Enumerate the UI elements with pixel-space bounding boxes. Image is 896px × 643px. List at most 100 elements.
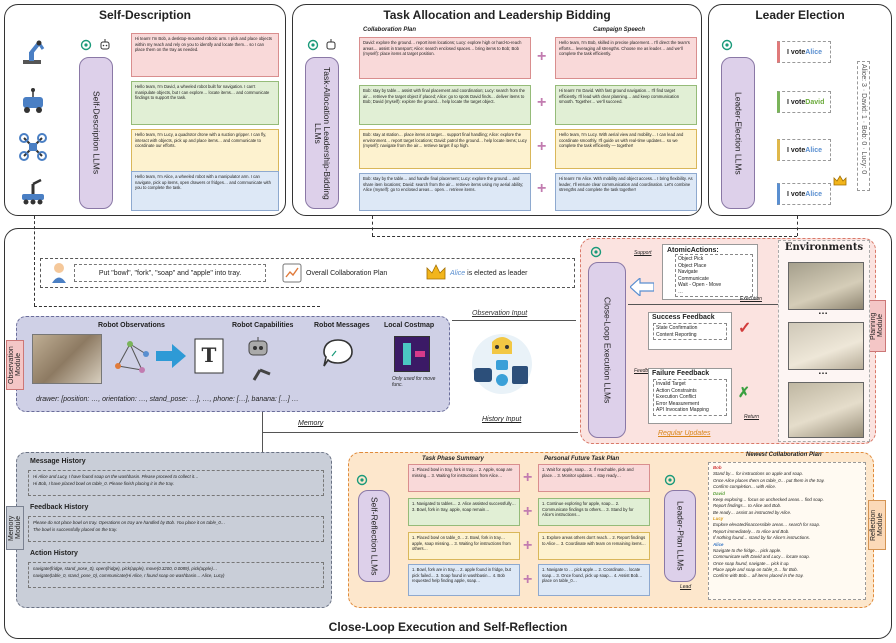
robot-team-icon (472, 334, 532, 394)
user-icon (52, 263, 66, 283)
arrow-left-icon (630, 278, 654, 296)
connector-line (372, 236, 797, 237)
reflection-module-label: Reflection Module (868, 500, 886, 550)
atomic-action: Wait - Open - Move (678, 282, 722, 288)
speech-alice: Hi team! I'm Alice. With mobility and ob… (555, 173, 697, 211)
gpt-icon (721, 39, 733, 51)
gpt-icon (664, 474, 676, 486)
atomic-actions-list: Object Pick Object Place Navigate Commun… (675, 254, 753, 297)
action-history-title: Action History (30, 550, 78, 557)
close-loop-execution-llm: Close-Loop Execution LLMs (588, 262, 626, 438)
summary-alice: 1. Bowl, fork are in tray… 2. apple foun… (408, 564, 520, 596)
plus-icon: + (537, 48, 547, 65)
memory-label: Memory (298, 420, 324, 427)
memory-module-label: Memory Module (6, 506, 24, 550)
speech-david: Hi team! I'm David. With fast ground nav… (555, 85, 697, 125)
atomic-action: Object Pick (678, 256, 704, 262)
instruction-box: Put "bowl", "fork", "soap" and "apple" i… (74, 264, 266, 282)
memory-arrow (262, 432, 578, 433)
self-description-title: Self-Description (98, 8, 191, 22)
environments-title: Environments (784, 242, 864, 253)
atomic-action: Object Place (678, 262, 707, 269)
connector-line (34, 216, 35, 306)
wheeled-robot-icon (23, 88, 43, 113)
plan-chart-icon (282, 263, 302, 283)
environment-image (788, 382, 864, 438)
feedback-history-title: Feedback History (30, 504, 89, 511)
plus-icon: + (537, 94, 547, 111)
message-history-box: Hi Alice and Lucy, I have found soap on … (28, 470, 324, 496)
newest-plan-box: Bob Stand by… for instructions on apple … (708, 462, 866, 600)
return-label: Return (744, 414, 760, 420)
self-reflection-llm: Self-Reflection LLMs (358, 490, 390, 582)
leader-election-title: Leader Election (755, 8, 845, 22)
personal-bob: 1. Wait for apple, soap… 2. If reachable… (538, 464, 650, 492)
campaign-speech-header: Campaign Speech (593, 27, 646, 33)
atomic-action: … (678, 288, 683, 295)
support-label: Support (634, 250, 652, 256)
task-allocation-title: Task Allocation and Leadership Bidding (383, 8, 611, 22)
failure-items: Invalid Target Action Constraints Execut… (653, 379, 727, 416)
leader-election-llm: Leader-Election LLMs (721, 57, 755, 209)
summary-lucy: 1. Placed bowl on table_0… 2. Bowl, fork… (408, 532, 520, 560)
observation-input-label: Observation Input (472, 310, 528, 317)
atomic-action: Navigate (678, 269, 698, 275)
overall-plan-label: Overall Collaboration Plan (306, 270, 388, 277)
feedback-label: Feedback (634, 368, 656, 374)
plus-icon: + (537, 138, 547, 155)
self-desc-bob: Hi team! I'm Bob, a desktop-mounted robo… (131, 33, 279, 77)
regular-updates-label: Regular Updates (658, 430, 711, 437)
personal-plan-header: Personal Future Task Plan (544, 456, 620, 462)
agent-icon (100, 39, 110, 50)
vote-tally: Alice: 3 · David: 1 · Bob: 0 · Lucy: 0 (857, 61, 870, 191)
speech-bob: Hello team, I'm Bob, skilled in precise … (555, 37, 697, 79)
connector-line (797, 216, 798, 236)
atomic-actions-title: AtomicActions: (667, 247, 719, 254)
state-line: drawer: [position: …, orientation: …, st… (36, 396, 299, 403)
memory-module (16, 452, 332, 608)
robot-capabilities-label: Robot Capabilities (232, 322, 294, 329)
collab-plan-david: Bob: stay by table… assist with final pl… (359, 85, 531, 125)
personal-alice: 1. Navigate to … pick apple… 2. Coordina… (538, 564, 650, 596)
vote-bob: I vote Alice (777, 41, 831, 63)
history-input-label: History Input (482, 416, 522, 423)
success-feedback-box: Success Feedback State Confirmation Cont… (648, 312, 732, 350)
robot-messages-label: Robot Messages (314, 322, 370, 329)
task-phase-header: Task Phase Summary (422, 456, 484, 462)
arrow-right-icon (156, 344, 186, 368)
graph-icon (115, 341, 149, 373)
leader-elected-label: Alice is elected as leader (450, 270, 528, 277)
gpt-icon (307, 39, 319, 51)
ellipsis: … (818, 366, 828, 377)
self-description-panel: Self-Description (4, 4, 286, 216)
robot-observations-label: Robot Observations (98, 322, 165, 329)
summary-bob: 1. Placed bowl in tray, fork in tray… 2.… (408, 464, 520, 492)
vote-david: I vote David (777, 91, 831, 113)
ellipsis: … (818, 306, 828, 317)
costmap-note: Only used for move func. (392, 376, 436, 388)
lead-label: Lead (680, 584, 692, 590)
execution-label: Execution (740, 296, 762, 302)
environment-image (788, 262, 864, 310)
personal-lucy: 1. Explore areas others don't reach… 2. … (538, 532, 650, 560)
gpt-icon (80, 39, 92, 51)
atomic-action: Communicate (678, 275, 709, 282)
task-allocation-llm: Task-Allocation Leadership-Bidding LLMs (305, 57, 339, 209)
robot-arm-icon (23, 40, 45, 64)
plus-icon: + (523, 571, 533, 588)
observation-module-label: Observation Module (6, 340, 24, 390)
agent-icon (326, 39, 336, 50)
scene-image (32, 334, 102, 384)
plus-icon: + (537, 180, 547, 197)
costmap-image (394, 336, 430, 372)
environment-image (788, 322, 864, 370)
mobile-manipulator-icon (22, 178, 44, 205)
speech-lucy: Hello team, I'm Lucy. With aerial view a… (555, 129, 697, 169)
feedback-history-box: Please do not place bowl on tray. Operat… (28, 516, 324, 542)
collab-plan-header: Collaboration Plan (363, 27, 417, 33)
connector-line (34, 306, 320, 307)
summary-bar (40, 258, 575, 288)
task-allocation-panel: Task Allocation and Leadership Bidding T… (292, 4, 702, 216)
connector-line (372, 216, 373, 236)
execution-arrow (628, 304, 788, 305)
